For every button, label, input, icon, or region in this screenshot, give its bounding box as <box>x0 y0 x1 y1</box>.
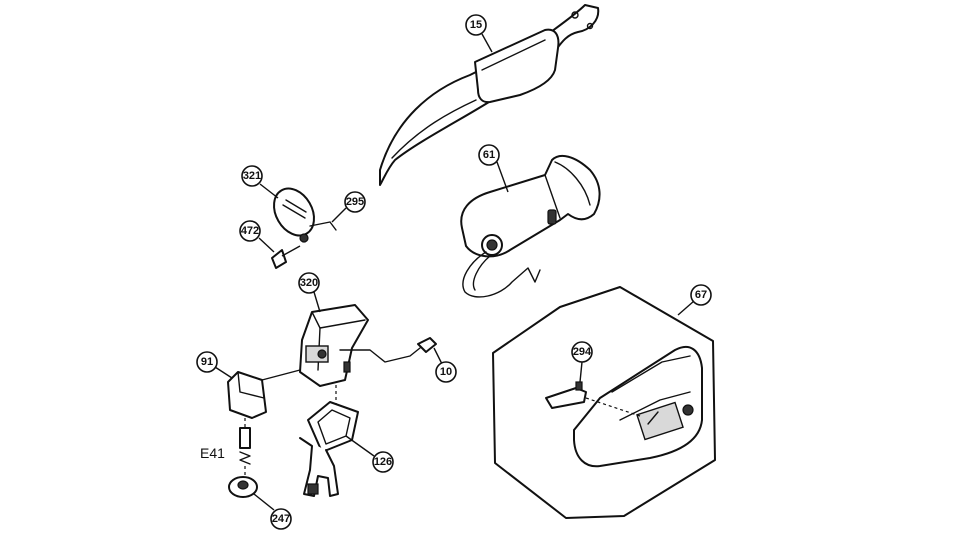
leader-247 <box>253 493 275 511</box>
callout-472-text: 472 <box>241 225 259 237</box>
leader-126 <box>345 435 375 457</box>
callout-126: 126 <box>372 451 394 473</box>
part-61-handle <box>460 154 601 298</box>
part-320-housing <box>299 304 369 387</box>
callout-321-text: 321 <box>243 170 261 182</box>
leader-15 <box>481 33 493 53</box>
callout-320: 320 <box>298 272 320 294</box>
callout-15-text: 15 <box>470 19 482 31</box>
callout-67: 67 <box>690 284 712 306</box>
callout-294: 294 <box>571 341 593 363</box>
part-67-cover <box>573 345 703 468</box>
leader-61 <box>496 161 509 193</box>
part-15-guard <box>379 4 600 186</box>
part-10-clip <box>417 337 437 353</box>
callout-61-text: 61 <box>483 149 495 161</box>
callout-295: 295 <box>344 191 366 213</box>
callout-320-text: 320 <box>300 277 318 289</box>
leader-10 <box>433 347 443 365</box>
callout-61: 61 <box>478 144 500 166</box>
leader-91 <box>214 366 233 379</box>
leader-67 <box>677 300 695 316</box>
callout-15: 15 <box>465 14 487 36</box>
leader-320 <box>313 291 321 313</box>
part-295-screw <box>309 221 337 231</box>
callout-321: 321 <box>241 165 263 187</box>
callout-10: 10 <box>435 361 457 383</box>
part-91-trigger <box>227 369 301 419</box>
part-321-knob <box>273 187 315 243</box>
callout-126-text: 126 <box>374 456 392 468</box>
callout-91-text: 91 <box>201 356 213 368</box>
part-126-switch <box>299 401 359 497</box>
callout-247: 247 <box>270 508 292 530</box>
callout-472: 472 <box>239 220 261 242</box>
leader-294 <box>579 361 583 383</box>
part-294-clip <box>545 381 587 409</box>
callout-91: 91 <box>196 351 218 373</box>
callout-10-text: 10 <box>440 366 452 378</box>
leader-295 <box>331 207 347 223</box>
callout-295-text: 295 <box>346 196 364 208</box>
part-472-cap <box>271 245 301 269</box>
wire-to-10 <box>339 347 421 363</box>
callout-247-text: 247 <box>272 513 290 525</box>
part-e41-spring <box>239 418 251 465</box>
label-e41: E41 <box>200 445 225 461</box>
callout-67-text: 67 <box>695 289 707 301</box>
part-247-nut <box>228 466 258 498</box>
callout-294-text: 294 <box>573 346 592 358</box>
leader-321 <box>259 183 279 199</box>
leader-472 <box>258 237 275 253</box>
